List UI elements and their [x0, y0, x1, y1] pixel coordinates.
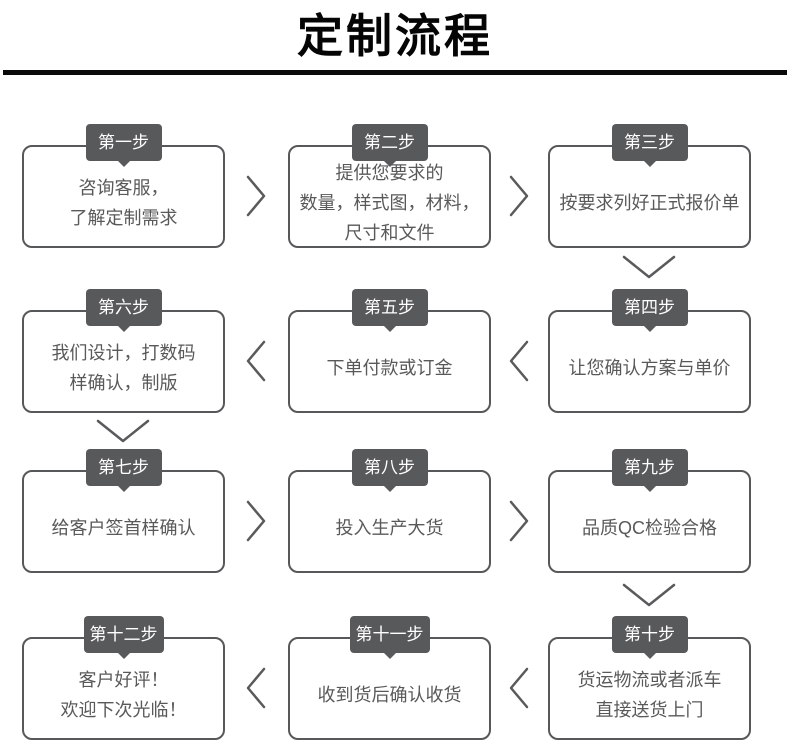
step-text-7: 给客户签首样确认 — [51, 517, 196, 538]
step-text-12: 客户好评！ 欢迎下次光临！ — [60, 669, 187, 720]
arrow-left-icon — [246, 340, 266, 382]
step-text-11: 收到货后确认收货 — [317, 684, 462, 705]
step-badge-12: 第十二步 — [83, 616, 164, 653]
step-text-10: 货运物流或者派车 直接送货上门 — [577, 669, 722, 720]
step-card-5: 第五步 下单付款或订金 — [288, 289, 491, 413]
arrow-left-icon — [246, 667, 266, 709]
step-text-2: 提供您要求的 数量，样式图，材料， 尺寸和文件 — [299, 162, 480, 243]
arrow-right-icon — [509, 175, 529, 217]
arrow-right-icon — [246, 175, 266, 217]
arrow-right-icon — [509, 500, 529, 542]
step-card-11: 第十一步 收到货后确认收货 — [288, 616, 491, 740]
step-badge-4: 第四步 — [611, 289, 688, 326]
step-badge-3: 第三步 — [611, 124, 688, 161]
arrow-down-icon — [622, 255, 676, 279]
arrow-right-icon — [246, 500, 266, 542]
step-text-4: 让您确认方案与单价 — [568, 357, 731, 378]
step-badge-7: 第七步 — [85, 449, 162, 486]
title-divider — [3, 69, 787, 75]
step-badge-1: 第一步 — [85, 124, 162, 161]
step-badge-8: 第八步 — [351, 449, 428, 486]
step-text-5: 下单付款或订金 — [326, 357, 453, 378]
step-card-1: 第一步 咨询客服， 了解定制需求 — [22, 124, 225, 248]
step-card-10: 第十步 货运物流或者派车 直接送货上门 — [548, 616, 751, 740]
step-card-8: 第八步 投入生产大货 — [288, 449, 491, 573]
step-card-2: 第二步 提供您要求的 数量，样式图，材料， 尺寸和文件 — [288, 124, 491, 248]
step-card-7: 第七步 给客户签首样确认 — [22, 449, 225, 573]
step-badge-11: 第十一步 — [349, 616, 430, 653]
step-card-4: 第四步 让您确认方案与单价 — [548, 289, 751, 413]
arrow-down-icon — [96, 419, 150, 443]
step-text-6: 我们设计，打数码 样确认，制版 — [51, 342, 196, 393]
step-badge-5: 第五步 — [351, 289, 428, 326]
arrow-left-icon — [509, 667, 529, 709]
step-text-9: 品质QC检验合格 — [582, 517, 717, 538]
step-card-3: 第三步 按要求列好正式报价单 — [548, 124, 751, 248]
step-text-3: 按要求列好正式报价单 — [559, 192, 740, 213]
step-badge-9: 第九步 — [611, 449, 688, 486]
arrow-left-icon — [509, 340, 529, 382]
step-card-6: 第六步 我们设计，打数码 样确认，制版 — [22, 289, 225, 413]
step-card-9: 第九步 品质QC检验合格 — [548, 449, 751, 573]
step-text-8: 投入生产大货 — [335, 517, 444, 538]
arrow-down-icon — [622, 583, 676, 607]
page-title: 定制流程 — [297, 10, 493, 62]
step-card-12: 第十二步 客户好评！ 欢迎下次光临！ — [22, 616, 225, 740]
step-badge-2: 第二步 — [351, 124, 428, 161]
step-text-1: 咨询客服， 了解定制需求 — [69, 177, 178, 228]
step-badge-6: 第六步 — [85, 289, 162, 326]
step-badge-10: 第十步 — [611, 616, 688, 653]
